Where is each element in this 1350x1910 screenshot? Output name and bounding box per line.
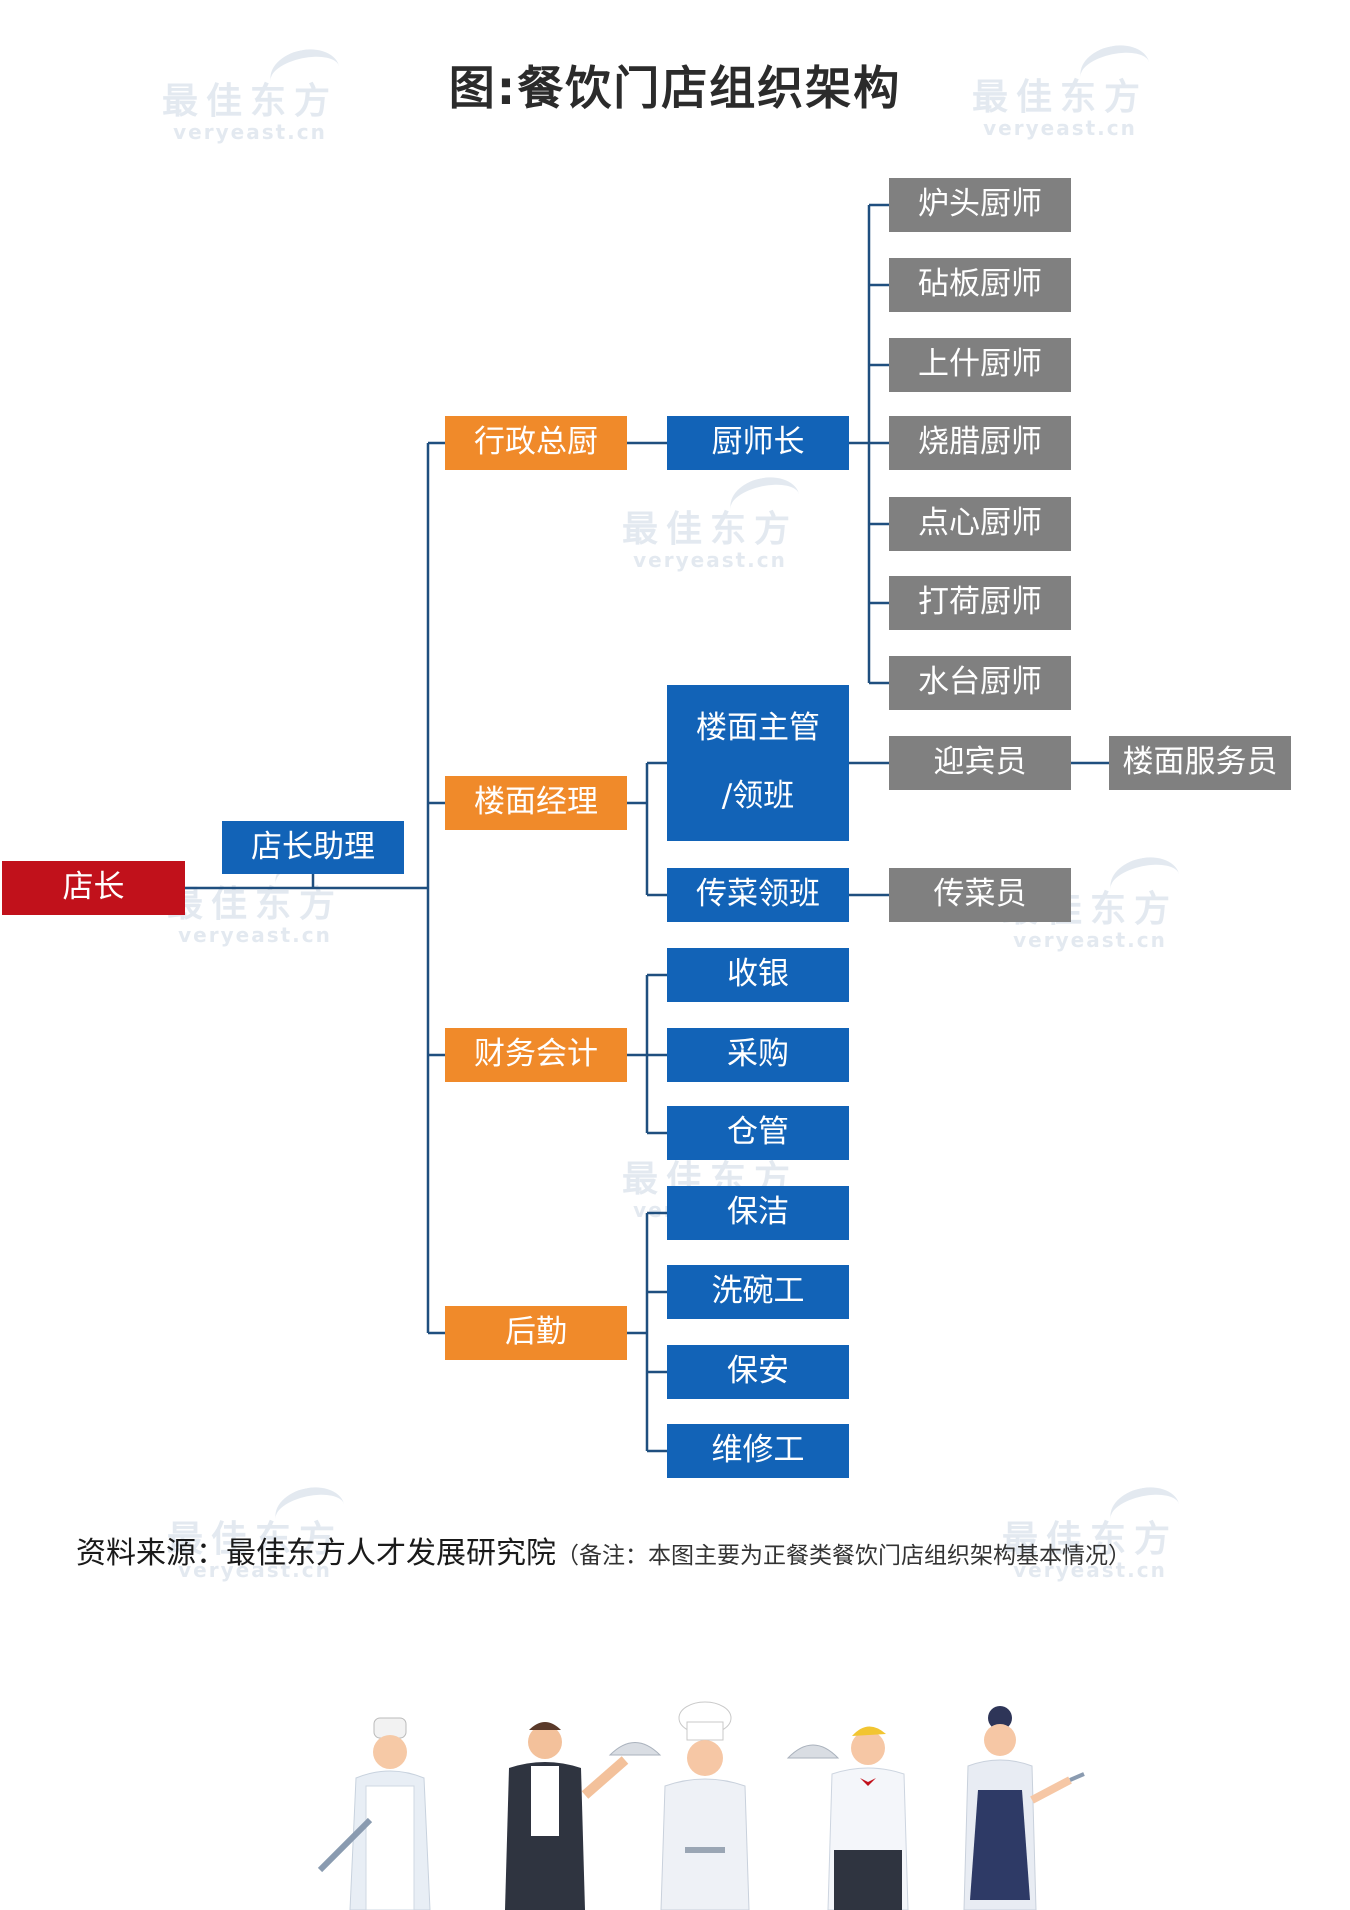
node-warehouse: 仓管 [667, 1106, 849, 1160]
node-floor-supervisor-line1: 楼面主管 [696, 710, 820, 747]
node-roast-chef: 烧腊厨师 [889, 416, 1071, 470]
node-misc-chef: 上什厨师 [889, 338, 1071, 392]
node-runner: 传菜员 [889, 868, 1071, 922]
node-assistant-manager: 店长助理 [222, 821, 404, 874]
node-floor-server: 楼面服务员 [1109, 736, 1291, 790]
node-security: 保安 [667, 1345, 849, 1399]
node-store-manager: 店长 [2, 861, 185, 915]
chef-figure [660, 1701, 750, 1910]
node-prep-chef: 打荷厨师 [889, 576, 1071, 630]
node-water-station-chef: 水台厨师 [889, 656, 1071, 710]
node-runner-lead: 传菜领班 [667, 868, 849, 922]
cook-figure [317, 1717, 431, 1910]
node-greeter: 迎宾员 [889, 736, 1071, 790]
waiter-figure [505, 1722, 662, 1910]
node-floor-supervisor: 楼面主管 /领班 [667, 685, 849, 841]
node-cutting-chef: 砧板厨师 [889, 258, 1071, 312]
server-figure [786, 1726, 909, 1910]
node-dimsum-chef: 点心厨师 [889, 497, 1071, 551]
node-head-chef: 厨师长 [667, 416, 849, 470]
source-remark: （备注：本图主要为正餐类餐饮门店组织架构基本情况） [556, 1543, 1131, 1569]
staff-illustration [317, 1701, 1085, 1910]
node-cleaner: 保洁 [667, 1186, 849, 1240]
page-title: 图:餐饮门店组织架构 [448, 61, 902, 115]
node-purchasing: 采购 [667, 1028, 849, 1082]
node-dishwasher: 洗碗工 [667, 1265, 849, 1319]
source-note: 资料来源：最佳东方人才发展研究院（备注：本图主要为正餐类餐饮门店组织架构基本情况… [76, 1528, 1131, 1572]
waitress-figure [963, 1706, 1085, 1910]
node-wok-chef: 炉头厨师 [889, 178, 1071, 232]
node-finance: 财务会计 [445, 1028, 627, 1082]
node-executive-chef: 行政总厨 [445, 416, 627, 470]
node-logistics: 后勤 [445, 1306, 627, 1360]
node-floor-manager: 楼面经理 [445, 776, 627, 830]
node-cashier: 收银 [667, 948, 849, 1002]
node-floor-supervisor-line2: /领班 [721, 778, 795, 815]
source-main: 资料来源：最佳东方人才发展研究院 [76, 1536, 556, 1571]
node-maintenance: 维修工 [667, 1424, 849, 1478]
